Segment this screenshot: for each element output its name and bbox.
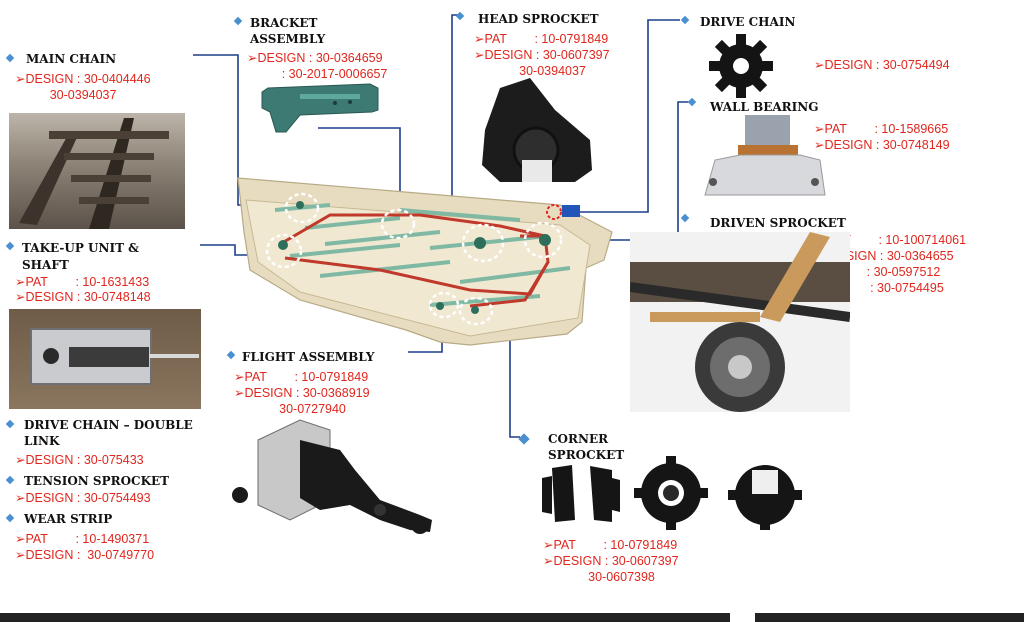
drive-chain-design: ➢DESIGN : 30-0754494 bbox=[814, 58, 950, 72]
tension-design: ➢DESIGN : 30-0754493 bbox=[15, 491, 151, 505]
main-chain-photo bbox=[9, 113, 185, 229]
flight-design-2: 30-0727940 bbox=[234, 402, 346, 416]
tension-title: TENSION SPROCKET bbox=[24, 474, 170, 488]
wall-bearing-title: WALL BEARING bbox=[710, 100, 819, 114]
corner-design-2: 30-0607398 bbox=[543, 570, 655, 584]
bracket-title-1: BRACKET bbox=[250, 16, 318, 30]
drive-chain-double-design: ➢DESIGN : 30-075433 bbox=[15, 453, 144, 467]
flight-pat: ➢PAT : 10-0791849 bbox=[234, 370, 369, 384]
head-sprocket-design-1: ➢DESIGN : 30-0607397 bbox=[474, 48, 610, 62]
takeup-photo bbox=[9, 309, 201, 409]
corner-title-1: CORNER bbox=[548, 432, 609, 446]
main-chain-design-2: 30-0394037 bbox=[15, 88, 117, 102]
head-sprocket-title: HEAD SPROCKET bbox=[478, 12, 599, 26]
corner-pat: ➢PAT : 10-0791849 bbox=[543, 538, 678, 552]
driven-sprocket-design-3: : 30-0754495 bbox=[818, 281, 944, 295]
wear-strip-design: ➢DESIGN : 30-0749770 bbox=[15, 548, 155, 562]
takeup-title-1: TAKE-UP UNIT & bbox=[22, 241, 140, 255]
drive-chain-double-title-1: DRIVE CHAIN – DOUBLE bbox=[24, 418, 193, 432]
wall-bearing-pat: ➢PAT : 10-1589665 bbox=[814, 122, 949, 136]
takeup-design: ➢DESIGN : 30-0748148 bbox=[15, 290, 151, 304]
takeup-title-2: SHAFT bbox=[22, 258, 69, 272]
head-sprocket-design-2: 30-0394037 bbox=[474, 64, 586, 78]
bracket-title-2: ASSEMBLY bbox=[250, 32, 326, 46]
flight-design-1: ➢DESIGN : 30-0368919 bbox=[234, 386, 370, 400]
head-sprocket-pat: ➢PAT : 10-0791849 bbox=[474, 32, 609, 46]
drive-chain-title: DRIVE CHAIN bbox=[700, 15, 796, 29]
bracket-design-1: ➢DESIGN : 30-0364659 bbox=[247, 51, 383, 65]
takeup-pat: ➢PAT : 10-1631433 bbox=[15, 275, 150, 289]
drive-chain-double-title-2: LINK bbox=[24, 434, 60, 448]
corner-title-2: SPROCKET bbox=[548, 448, 625, 462]
flight-title: FLIGHT ASSEMBLY bbox=[242, 350, 375, 364]
main-chain-title: MAIN CHAIN bbox=[26, 52, 117, 66]
main-chain-drawing bbox=[19, 118, 169, 229]
wear-strip-pat: ➢PAT : 10-1490371 bbox=[15, 532, 150, 546]
wear-strip-title: WEAR STRIP bbox=[24, 512, 113, 526]
bracket-design-2: : 30-2017-0006657 bbox=[247, 67, 388, 81]
footer-bar-right bbox=[755, 613, 1024, 622]
main-chain-block: MAIN CHAIN bbox=[26, 52, 116, 66]
driven-sprocket-design-2: : 30-0597512 bbox=[818, 265, 941, 279]
driven-sprocket-photo bbox=[630, 232, 850, 412]
footer-bar-left bbox=[0, 613, 730, 622]
driven-sprocket-title: DRIVEN SPROCKET bbox=[710, 216, 846, 230]
wall-bearing-design: ➢DESIGN : 30-0748149 bbox=[814, 138, 950, 152]
corner-design-1: ➢DESIGN : 30-0607397 bbox=[543, 554, 679, 568]
driven-sprocket-drawing bbox=[630, 232, 850, 412]
takeup-drawing bbox=[30, 328, 199, 385]
main-chain-design-1: ➢DESIGN : 30-0404446 bbox=[15, 72, 151, 86]
